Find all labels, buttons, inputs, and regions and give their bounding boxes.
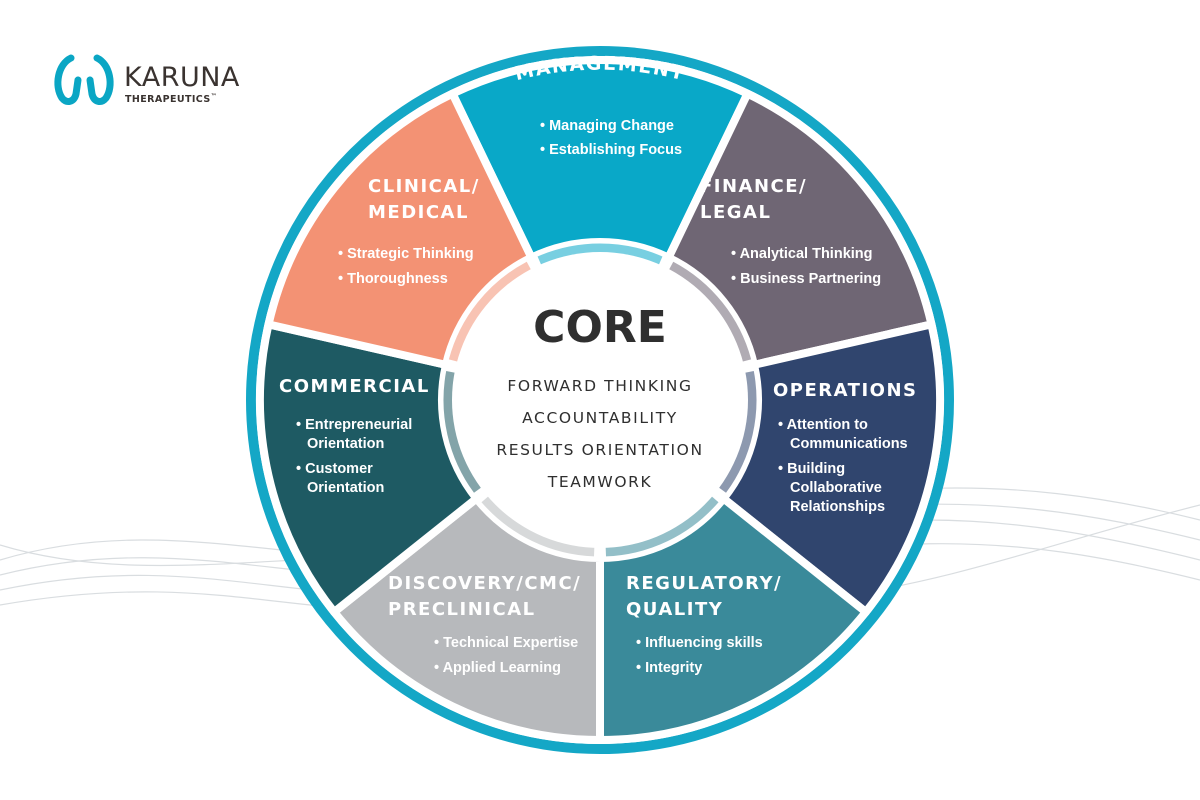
core-item-accountability: ACCOUNTABILITY xyxy=(522,409,678,427)
logo-name: KARUNA xyxy=(124,62,240,93)
regulatory-item-2: • Integrity xyxy=(636,660,702,676)
commercial-item-1: • Entrepreneurial xyxy=(296,417,412,433)
segment-commercial xyxy=(256,320,481,616)
finance-item-1: • Analytical Thinking xyxy=(731,246,873,262)
section-title-regulatory-line-2: QUALITY xyxy=(626,599,723,620)
inner-ring-arcs xyxy=(443,243,757,557)
commercial-item-2: • Customer xyxy=(296,461,373,477)
section-title-commercial: COMMERCIAL xyxy=(279,376,430,397)
inner-arc-finance xyxy=(669,261,752,362)
operations-item-1-cont: Communications xyxy=(790,436,908,452)
section-title-clinical-line-1: CLINICAL/ xyxy=(368,176,480,197)
clinical-item-2: • Thoroughness xyxy=(338,271,448,287)
management-item-2: • Establishing Focus xyxy=(540,142,682,158)
inner-arc-discovery xyxy=(481,496,595,557)
discovery-item-1: • Technical Expertise xyxy=(434,635,578,651)
commercial-item-1-cont: Orientation xyxy=(307,436,384,452)
operations-item-2-cont-2: Relationships xyxy=(790,499,885,515)
section-title-regulatory-line-1: REGULATORY/ xyxy=(626,573,782,594)
segment-finance xyxy=(664,89,936,369)
section-title-operations: OPERATIONS xyxy=(773,380,918,401)
commercial-item-2-cont: Orientation xyxy=(307,480,384,496)
wheel-segments xyxy=(256,56,944,744)
inner-arc-commercial xyxy=(443,371,482,493)
discovery-item-2: • Applied Learning xyxy=(434,660,561,676)
inner-arc-regulatory xyxy=(605,496,719,557)
core-item-teamwork: TEAMWORK xyxy=(547,473,653,491)
operations-item-2: • Building xyxy=(778,461,845,477)
section-title-discovery-line-2: PRECLINICAL xyxy=(388,599,536,620)
inner-arc-operations xyxy=(718,371,757,493)
karuna-logo: KARUNA THERAPEUTICS™ xyxy=(54,54,240,105)
section-title-finance-line-2: LEGAL xyxy=(700,202,771,223)
karuna-logo-icon xyxy=(54,54,114,105)
inner-arc-clinical xyxy=(448,261,531,362)
segment-discovery xyxy=(330,494,604,744)
logo-subtitle: THERAPEUTICS™ xyxy=(125,93,217,105)
section-title-clinical-line-2: MEDICAL xyxy=(368,202,469,223)
section-title-finance-line-1: FINANCE/ xyxy=(700,176,807,197)
inner-arc-management xyxy=(537,243,663,265)
segment-regulatory xyxy=(596,494,870,744)
operations-item-2-cont-1: Collaborative xyxy=(790,480,882,496)
core-title: CORE xyxy=(533,302,667,353)
section-title-discovery-line-1: DISCOVERY/CMC/ xyxy=(388,573,581,594)
clinical-item-1: • Strategic Thinking xyxy=(338,246,474,262)
segment-management xyxy=(448,56,752,262)
operations-item-1: • Attention to xyxy=(778,417,868,433)
finance-item-2: • Business Partnering xyxy=(731,271,881,287)
core-item-forward-thinking: FORWARD THINKING xyxy=(507,377,692,395)
core-circle xyxy=(452,252,748,548)
management-item-1: • Managing Change xyxy=(540,118,674,134)
core-item-results-orientation: RESULTS ORIENTATION xyxy=(496,441,703,459)
regulatory-item-1: • Influencing skills xyxy=(636,635,763,651)
segment-clinical xyxy=(264,89,536,369)
